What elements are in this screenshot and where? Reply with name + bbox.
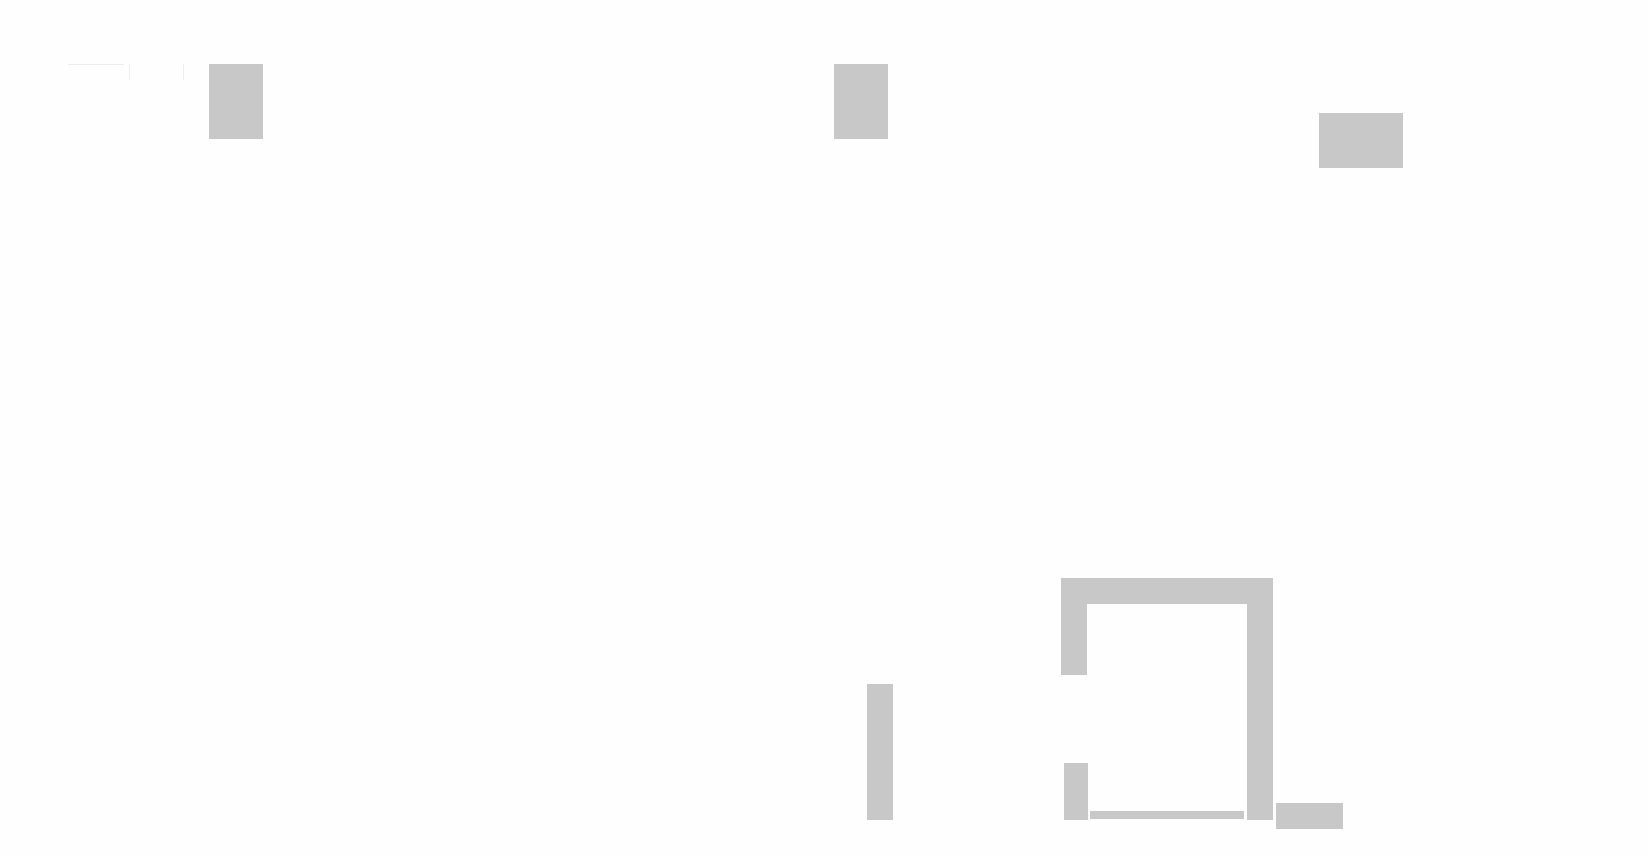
gray-block-top-right — [1319, 113, 1403, 168]
gray-block-top-center — [834, 64, 888, 139]
gray-block-top-left — [209, 64, 263, 139]
gray-bar-bottom-center — [867, 684, 893, 820]
frame-top-edge — [1061, 578, 1273, 604]
frame-left-edge-lower — [1064, 763, 1088, 820]
top-left-tick-b — [183, 64, 184, 80]
frame-right-edge — [1247, 578, 1273, 820]
frame-bottom-edge — [1090, 811, 1244, 819]
frame-left-edge-upper — [1061, 578, 1087, 675]
top-left-tick-a — [129, 64, 130, 80]
gray-block-bottom-right — [1276, 803, 1343, 829]
top-left-hairline — [68, 64, 124, 65]
